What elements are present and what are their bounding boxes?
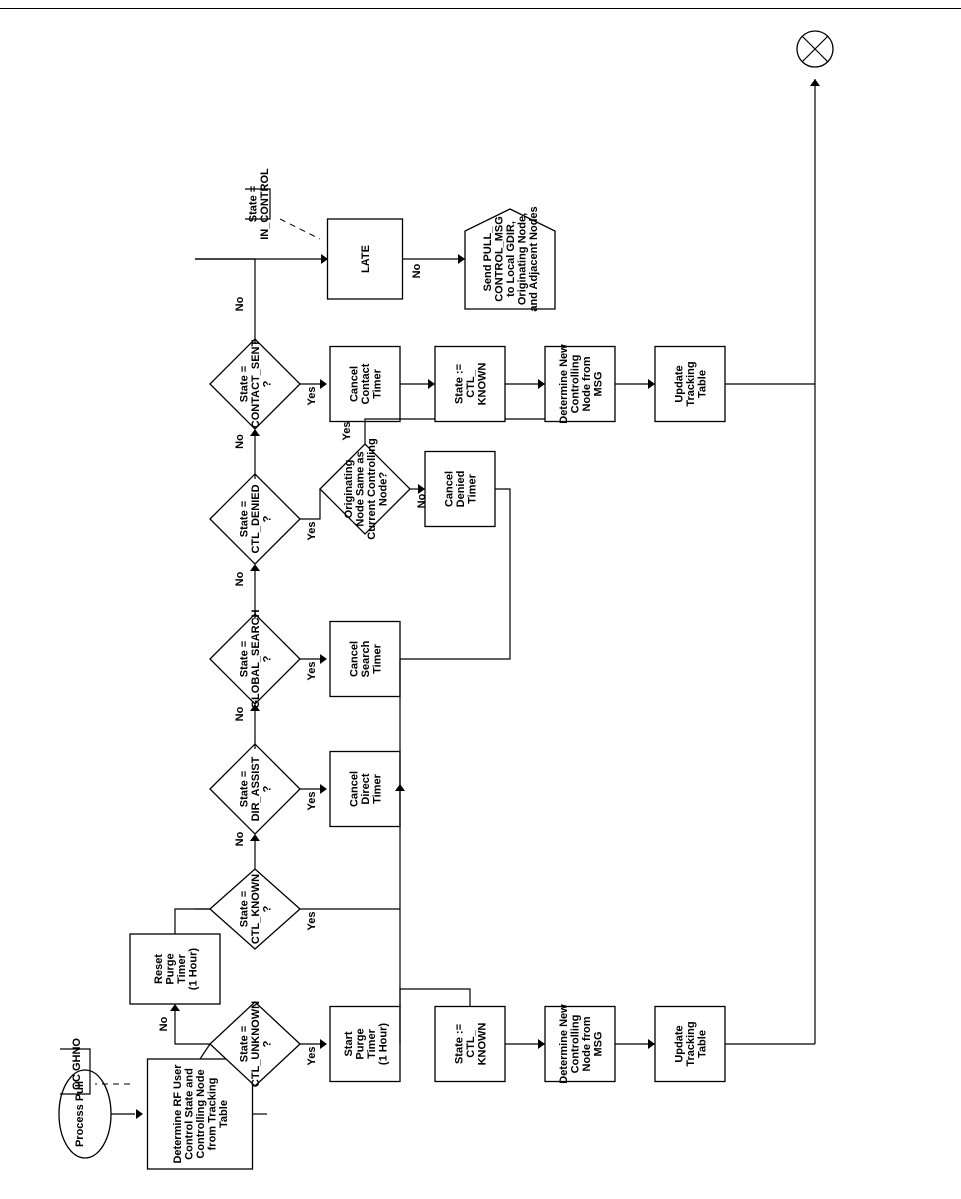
cancel-search-box-label: CancelSearchTimer xyxy=(349,640,384,677)
reset-purge-label: ResetPurgeTimer(1 Hour) xyxy=(153,948,200,991)
cancel-search-box-yes: Yes xyxy=(306,662,318,681)
unknown-no-path xyxy=(174,1009,210,1045)
denied-yes: Yes xyxy=(306,522,318,541)
cancel-direct-box-yes: Yes xyxy=(306,792,318,811)
diamond-global-search-in-arrow xyxy=(250,704,260,711)
start-arrow xyxy=(136,1109,143,1119)
orig-yes: Yes xyxy=(341,422,353,441)
unknown-yes: Yes xyxy=(306,1047,318,1066)
left-chain-2-arrow xyxy=(648,1039,655,1049)
det-to-unknown-link xyxy=(199,1043,211,1060)
state-known-box-left-label: State :=CTL_KNOWN xyxy=(454,1023,489,1066)
label-no-contact: No xyxy=(234,296,246,311)
diamond-contact-sent-in-arrow xyxy=(250,429,260,436)
cancel-contact-box-label: CancelContactTimer xyxy=(349,363,384,404)
known-yes: Yes xyxy=(306,912,318,931)
annotation-state-label: State =IN_CONTROL xyxy=(247,168,271,240)
annotation-ccghno: CC GHNO xyxy=(71,1038,83,1090)
update-table-box-contact-label: UpdateTrackingTable xyxy=(674,361,709,406)
determine-new-box-contact-label: Determine NewControllingNode fromMSG xyxy=(558,344,605,424)
determine-state-label: Determine RF UserControl State andContro… xyxy=(172,1064,230,1164)
diamond-dir-assist-label: State =DIR_ASSIST? xyxy=(239,756,274,821)
cancel-contact-box-yes: Yes xyxy=(306,387,318,406)
send-pull-box xyxy=(464,208,556,310)
diamond-ctl-unknown-label: State =CTL_UNKNOWN? xyxy=(239,1001,274,1087)
orig-yes-link xyxy=(364,418,600,444)
collect-denied xyxy=(400,488,511,660)
contact-chain-2-arrow xyxy=(648,379,655,389)
late-arrow xyxy=(321,254,328,264)
bus-arrow xyxy=(395,784,405,791)
cancel-search-box-arrow xyxy=(320,654,327,664)
late-no-arrow xyxy=(458,254,465,264)
diamond-ctl-known-label: State =CTL_KNOWN? xyxy=(239,874,274,944)
annotation-dash-state xyxy=(279,218,321,240)
diamond-contact-sent-no-label: No xyxy=(234,434,246,449)
state-known-box-contact-label: State :=CTL_KNOWN xyxy=(454,363,489,406)
bus-to-state-left xyxy=(399,988,471,1007)
contact-no-path xyxy=(195,258,256,344)
orig-no-arrow xyxy=(418,484,425,494)
update-table-box-left-label: UpdateTrackingTable xyxy=(674,1021,709,1066)
diamond-ctl-denied-label: State =CTL_DENIED? xyxy=(239,484,274,553)
diamond-originating-label: OriginatingNode Same asCurrent Controlli… xyxy=(343,438,390,539)
diamond-dir-assist-no-label: No xyxy=(234,831,246,846)
determine-new-box-left-label: Determine NewControllingNode fromMSG xyxy=(558,1004,605,1084)
contact-chain-1-arrow xyxy=(538,379,545,389)
start-label: Process Pull xyxy=(74,1081,86,1147)
unknown-yes-arrow xyxy=(320,1039,327,1049)
annotation-bracket-state xyxy=(245,188,271,220)
contact-chain-0-arrow xyxy=(428,379,435,389)
diamond-global-search-no-label: No xyxy=(234,706,246,721)
diamond-ctl-denied-no-label: No xyxy=(234,571,246,586)
late-label: LATE xyxy=(360,245,372,273)
start-purge-label: StartPurgeTimer(1 Hour) xyxy=(343,1023,390,1066)
diamond-contact-sent-label: State =CONTACT_SENT? xyxy=(239,340,274,429)
cancel-direct-box-label: CancelDirectTimer xyxy=(349,771,384,807)
diamond-global-search-label: State =GLOBAL_SEARCH? xyxy=(239,609,274,708)
unknown-no-arrow xyxy=(170,1004,180,1011)
denied-yes-link xyxy=(300,489,321,520)
cancel-direct-box-arrow xyxy=(320,784,327,794)
cancel-denied-label: CancelDeniedTimer xyxy=(444,471,479,508)
end-x-2 xyxy=(801,35,829,63)
reset-to-known xyxy=(174,908,210,934)
annotation-bracket-top xyxy=(60,1048,91,1095)
bottom-bus-arrow xyxy=(810,79,820,86)
late-no: No xyxy=(411,263,423,278)
cancel-contact-box-arrow xyxy=(320,379,327,389)
orig-no: No xyxy=(416,493,428,508)
diamond-ctl-denied-in-arrow xyxy=(250,564,260,571)
left-chain-1-arrow xyxy=(538,1039,545,1049)
diamond-dir-assist-in-arrow xyxy=(250,834,260,841)
send-pull-label: Send PULL_CONTROL_MSGto Local GDIR,Origi… xyxy=(482,206,540,311)
label-no-unknown: No xyxy=(158,1016,170,1031)
page-top-rule xyxy=(0,8,961,9)
